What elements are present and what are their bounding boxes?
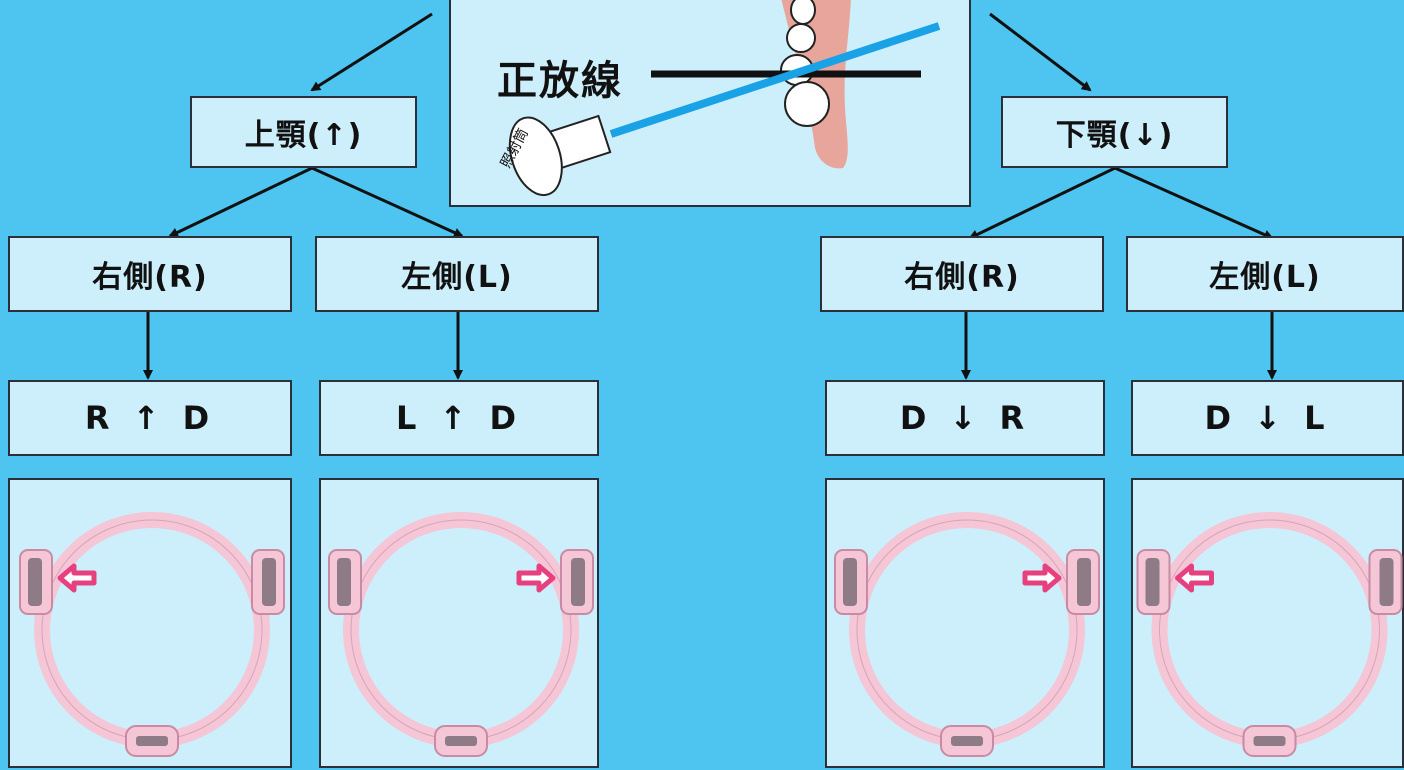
arrow-hero-to-upper: [310, 12, 433, 92]
ring-band: [1151, 512, 1388, 748]
arrow-upper-to-right: [168, 166, 313, 238]
bottom-holder-slot: [136, 736, 168, 746]
upper-right-side-box: 右側(R): [8, 236, 292, 312]
hero-illustration: 正放線 照射筒: [449, 0, 971, 207]
bottom-holder-slot: [1253, 736, 1286, 746]
upper-left-code-box: L ↑ D: [319, 380, 599, 456]
bottom-holder-slot: [951, 736, 983, 746]
arrow-hero-to-lower: [989, 12, 1092, 92]
ring-band: [849, 512, 1085, 748]
lower-right-side-box: 右側(R): [820, 236, 1104, 312]
lower-left-ring-panel: [1131, 478, 1404, 768]
upper-arch-box: 上顎(↑): [190, 96, 417, 168]
positioning-ring-icon: [19, 512, 285, 757]
lower-right-code-box: D ↓ R: [825, 380, 1105, 456]
right-holder-slot: [571, 558, 585, 606]
upper-right-ring-panel: [8, 478, 292, 768]
positioning-ring-icon: [1136, 512, 1403, 757]
xray-beam: [609, 22, 941, 138]
lower-arch-box: 下顎(↓): [1001, 96, 1228, 168]
right-arrow-icon: [516, 563, 556, 593]
lower-left-code-box: D ↓ L: [1131, 380, 1404, 456]
positioning-ring-icon: [834, 512, 1100, 757]
upper-left-ring-panel: [319, 478, 599, 768]
lower-left-side-box: 左側(L): [1126, 236, 1404, 312]
left-holder-slot: [337, 558, 351, 606]
arrow-upper-to-left: [311, 166, 464, 238]
positioning-ring-icon: [328, 512, 594, 757]
left-holder-slot: [1145, 558, 1160, 606]
right-holder-slot: [1077, 558, 1091, 606]
right-arrow-icon: [1022, 563, 1062, 593]
ring-band: [343, 512, 579, 748]
left-holder-slot: [28, 558, 42, 606]
upper-left-side-box: 左側(L): [315, 236, 599, 312]
lower-right-ring-panel: [825, 478, 1105, 768]
hero-label: 正放線: [497, 58, 623, 104]
bottom-holder-slot: [445, 736, 477, 746]
left-arrow-icon: [57, 563, 97, 593]
arrow-lower-to-left: [1114, 166, 1274, 240]
left-holder-slot: [843, 558, 857, 606]
left-arrow-icon: [1175, 563, 1214, 593]
right-holder-slot: [262, 558, 276, 606]
xray-tube-icon: [508, 114, 612, 197]
xray-diagram: [508, 0, 941, 197]
ring-band: [34, 512, 270, 748]
right-holder-slot: [1379, 558, 1394, 606]
upper-right-code-box: R ↑ D: [8, 380, 292, 456]
arrow-lower-to-right: [968, 166, 1116, 240]
